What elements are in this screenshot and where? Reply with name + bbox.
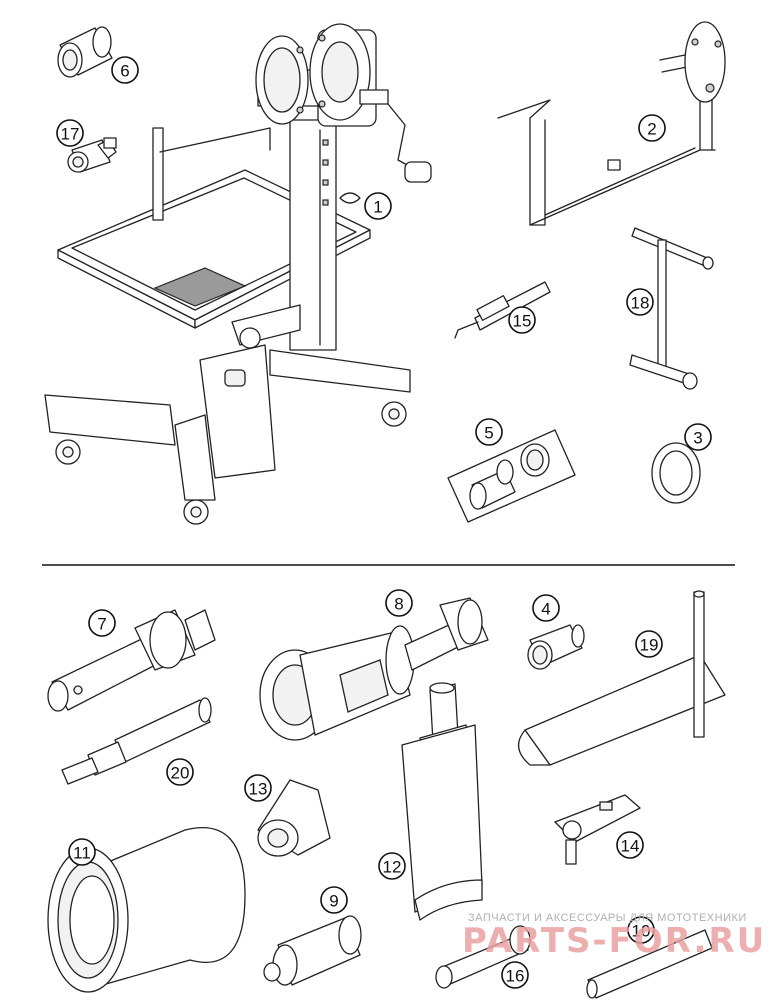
tool-6-sleeve xyxy=(57,26,113,78)
callout-circle xyxy=(56,119,84,147)
tool-16-drift xyxy=(435,925,531,989)
callout-number: 4 xyxy=(541,600,550,619)
callout-number: 5 xyxy=(484,424,493,443)
callout-4: 4 xyxy=(532,594,560,622)
callout-9: 9 xyxy=(320,886,348,914)
callout-13: 13 xyxy=(244,774,272,802)
tool-3-ring xyxy=(651,442,701,504)
callout-circle xyxy=(508,306,536,334)
callout-6: 6 xyxy=(111,56,139,84)
callout-number: 18 xyxy=(631,294,650,313)
callout-circle xyxy=(638,114,666,142)
callout-number: 1 xyxy=(373,198,382,217)
callout-circle xyxy=(385,589,413,617)
callout-number: 6 xyxy=(120,62,129,81)
tool-1-engine-stand xyxy=(44,23,432,525)
callout-number: 10 xyxy=(632,922,651,941)
tool-7-puller xyxy=(47,609,216,712)
tool-2-bracket xyxy=(497,21,726,226)
watermark-caption: ЗАПЧАСТИ И АКСЕССУАРЫ ДЛЯ МОТОТЕХНИКИ xyxy=(468,912,747,924)
callout-number: 9 xyxy=(329,892,338,911)
callout-number: 8 xyxy=(394,595,403,614)
callout-circle xyxy=(68,838,96,866)
tool-14-fork xyxy=(554,794,641,865)
callout-12: 12 xyxy=(378,852,406,880)
callout-number: 20 xyxy=(171,764,190,783)
callout-number: 2 xyxy=(647,120,656,139)
callout-1: 1 xyxy=(364,192,392,220)
tool-11-bush xyxy=(47,826,246,993)
callout-number: 15 xyxy=(513,312,532,331)
callout-11: 11 xyxy=(68,838,96,866)
tool-5-puller-set xyxy=(447,429,576,523)
callout-7: 7 xyxy=(88,609,116,637)
callout-number: 7 xyxy=(97,615,106,634)
callout-circle xyxy=(88,609,116,637)
callout-2: 2 xyxy=(638,114,666,142)
tool-4-cone xyxy=(527,624,585,670)
callout-8: 8 xyxy=(385,589,413,617)
callout-circle xyxy=(378,852,406,880)
callout-3: 3 xyxy=(684,423,712,451)
callout-circle xyxy=(532,594,560,622)
callout-20: 20 xyxy=(166,758,194,786)
callout-15: 15 xyxy=(508,306,536,334)
callout-circle xyxy=(684,423,712,451)
callout-circle xyxy=(111,56,139,84)
tool-12-holder xyxy=(401,682,483,921)
tool-15-hex-key xyxy=(454,281,551,339)
tool-17-adapter xyxy=(67,137,117,173)
callout-circle xyxy=(626,288,654,316)
callout-number: 12 xyxy=(383,858,402,877)
callout-circle xyxy=(627,916,655,944)
callout-10: 10 xyxy=(627,916,655,944)
callout-circle xyxy=(320,886,348,914)
tool-8-press xyxy=(259,597,489,741)
callout-16: 16 xyxy=(501,961,529,989)
tool-18-t-handle xyxy=(629,227,714,390)
tool-20-mandrel xyxy=(61,697,212,785)
callout-17: 17 xyxy=(56,119,84,147)
callout-number: 13 xyxy=(249,780,268,799)
callout-18: 18 xyxy=(626,288,654,316)
callout-circle xyxy=(475,418,503,446)
tool-13-cone xyxy=(257,779,331,857)
callout-number: 11 xyxy=(73,844,91,863)
callout-number: 19 xyxy=(640,636,659,655)
callout-5: 5 xyxy=(475,418,503,446)
watermark-brand: PARTS-FOR.RU xyxy=(462,921,766,961)
callout-19: 19 xyxy=(635,630,663,658)
callout-circle xyxy=(364,192,392,220)
callout-circle xyxy=(244,774,272,802)
tool-10-pin xyxy=(586,929,713,999)
callout-circle xyxy=(166,758,194,786)
callout-number: 3 xyxy=(693,429,702,448)
tool-19-t-bar xyxy=(518,590,726,766)
callout-14: 14 xyxy=(616,831,644,859)
callout-circle xyxy=(616,831,644,859)
callout-number: 14 xyxy=(621,837,640,856)
callout-circle xyxy=(635,630,663,658)
callout-circle xyxy=(501,961,529,989)
callout-number: 17 xyxy=(61,125,80,144)
tool-9-drift xyxy=(263,915,362,986)
callout-number: 16 xyxy=(506,967,525,986)
